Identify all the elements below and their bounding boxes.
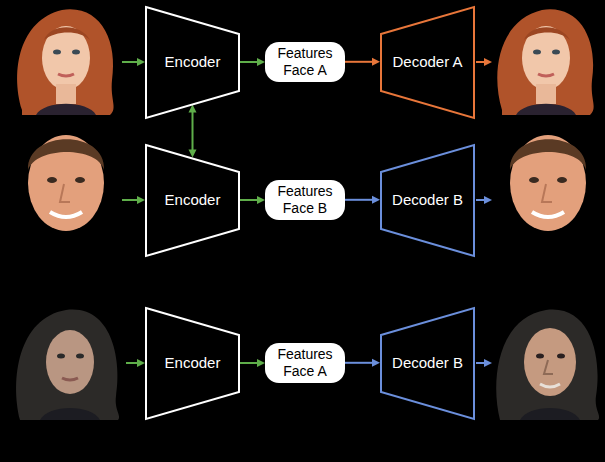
face-photo — [17, 9, 113, 115]
feature-label: Features Face A — [271, 45, 339, 79]
feature-label: Features Face B — [271, 183, 339, 217]
block-label: Encoder — [165, 354, 221, 372]
face-photo — [496, 310, 599, 420]
flow-arrow — [189, 105, 197, 158]
feature-pill: Features Face A — [265, 343, 345, 383]
flow-arrow — [240, 58, 265, 66]
encoder-trapezoid: Encoder — [145, 144, 240, 257]
flow-arrow — [345, 196, 380, 204]
encoder-trapezoid: Encoder — [145, 307, 240, 420]
flow-arrow — [240, 359, 265, 367]
block-label: Encoder — [165, 191, 221, 209]
block-label: Encoder — [165, 53, 221, 71]
face-photo — [497, 9, 593, 115]
block-label: Decoder A — [392, 53, 462, 71]
decoder-trapezoid: Decoder B — [380, 307, 475, 420]
flow-arrow — [345, 359, 380, 367]
face-photo — [28, 135, 104, 231]
encoder-trapezoid: Encoder — [145, 6, 240, 119]
feature-pill: Features Face B — [265, 180, 345, 220]
block-label: Decoder B — [392, 354, 463, 372]
face-photo — [510, 135, 586, 231]
flow-arrow — [345, 58, 380, 66]
flow-arrow — [240, 196, 265, 204]
feature-pill: Features Face A — [265, 42, 345, 82]
face-photo — [16, 310, 119, 420]
feature-label: Features Face A — [271, 346, 339, 380]
decoder-trapezoid: Decoder A — [380, 6, 475, 119]
decoder-trapezoid: Decoder B — [380, 144, 475, 257]
block-label: Decoder B — [392, 191, 463, 209]
